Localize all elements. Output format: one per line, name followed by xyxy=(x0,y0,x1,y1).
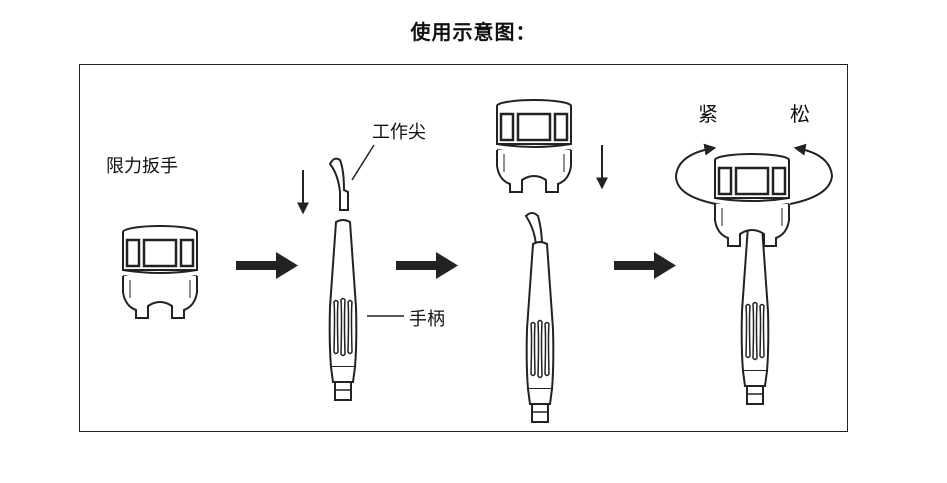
loosen-arrow-icon xyxy=(789,143,834,205)
tighten-arrow-icon xyxy=(674,143,717,205)
mounted-handpiece-illustration xyxy=(740,223,770,405)
step-arrow-2 xyxy=(396,252,458,279)
loosen-label: 松 xyxy=(790,102,810,126)
tip-label: 工作尖 xyxy=(372,122,426,143)
tip-illustration-step3 xyxy=(524,212,544,247)
diagram-title: 使用示意图： xyxy=(410,20,537,44)
diagram-frame xyxy=(79,64,848,432)
wrench-label: 限力扳手 xyxy=(106,156,178,177)
wrench-above-illustration xyxy=(495,98,573,194)
working-tip-illustration xyxy=(328,157,349,211)
handpiece-illustration-step3 xyxy=(525,241,555,423)
handpiece-illustration xyxy=(328,219,358,401)
step-arrow-1 xyxy=(236,252,298,279)
tip-leader-line xyxy=(351,144,375,181)
tighten-label: 紧 xyxy=(698,102,718,126)
handle-label: 手柄 xyxy=(409,309,445,330)
step-arrow-3 xyxy=(614,252,676,279)
wrench-illustration xyxy=(121,224,199,320)
